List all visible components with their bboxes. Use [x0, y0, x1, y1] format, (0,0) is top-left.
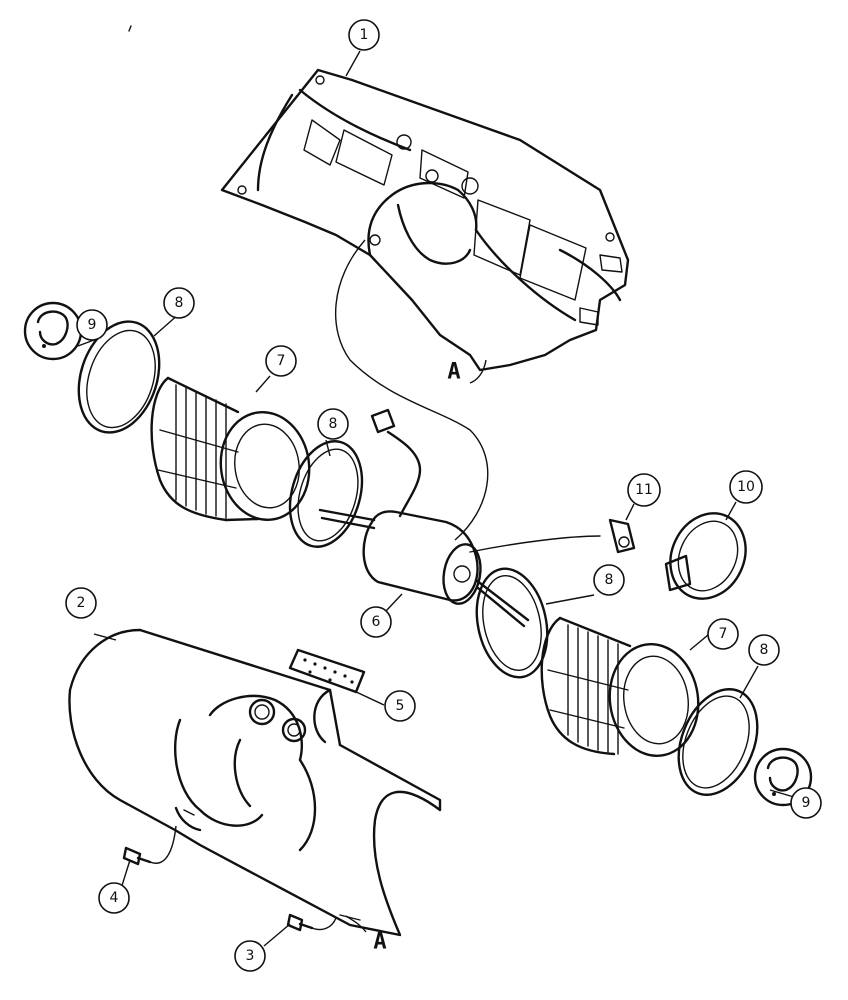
wear-ring-top-left	[77, 320, 161, 434]
callout-9-top-left: 9	[76, 309, 108, 341]
connection-label-a-lower: A	[373, 930, 386, 955]
callout-4-label: 4	[110, 890, 119, 906]
wear-ring-motor-right	[475, 567, 549, 679]
screw-4	[122, 825, 177, 866]
callout-5: 5	[384, 690, 416, 722]
screw-3	[286, 913, 367, 933]
callout-7-bottom: 7	[707, 618, 739, 650]
callout-10: 10	[729, 470, 763, 504]
callout-6: 6	[360, 606, 392, 638]
callout-5-label: 5	[396, 698, 405, 714]
callout-6-label: 6	[372, 614, 381, 630]
callout-11-label: 11	[635, 482, 653, 498]
lower-housing	[68, 628, 442, 937]
motor-wire	[334, 239, 489, 541]
motor-bracket	[608, 518, 636, 554]
callout-2-label: 2	[77, 595, 86, 611]
callout-9-bottom-right: 9	[790, 787, 822, 819]
callout-4: 4	[98, 882, 130, 914]
upper-housing	[220, 68, 630, 372]
callout-1-label: 1	[360, 27, 369, 43]
callout-10-label: 10	[737, 479, 755, 495]
hose-clamp	[664, 512, 747, 600]
blower-motor	[318, 408, 601, 628]
callout-8-motor-left: 8	[317, 408, 349, 440]
callout-2: 2	[65, 587, 97, 619]
callout-8-motor-left-label: 8	[329, 416, 338, 432]
blower-wheel-bottom	[540, 616, 700, 757]
wear-ring-bottom-right	[677, 688, 759, 796]
foam-strip	[288, 648, 366, 694]
callout-7-top: 7	[265, 345, 297, 377]
callout-11: 11	[627, 473, 661, 507]
callout-8-bottom-right: 8	[748, 634, 780, 666]
callout-7-top-label: 7	[277, 353, 286, 369]
callout-9-bottom-right-label: 9	[802, 795, 811, 811]
callout-3: 3	[234, 940, 266, 972]
callout-3-label: 3	[246, 948, 255, 964]
callout-8-top-left-label: 8	[175, 295, 184, 311]
retaining-clip-bottom-right	[753, 747, 813, 807]
connection-label-a-upper: A	[447, 360, 460, 385]
callout-8-bottom-right-label: 8	[760, 642, 769, 658]
retaining-clip-top-left	[23, 301, 83, 361]
callout-8-motor-right-label: 8	[605, 572, 614, 588]
callout-9-top-left-label: 9	[88, 317, 97, 333]
callout-7-bottom-label: 7	[719, 626, 728, 642]
callout-8-motor-right: 8	[593, 564, 625, 596]
stray-mark	[128, 25, 132, 32]
blower-wheel-top	[150, 376, 311, 522]
wear-ring-motor-left	[288, 440, 364, 548]
callout-8-top-left: 8	[163, 287, 195, 319]
callout-1: 1	[348, 19, 380, 51]
